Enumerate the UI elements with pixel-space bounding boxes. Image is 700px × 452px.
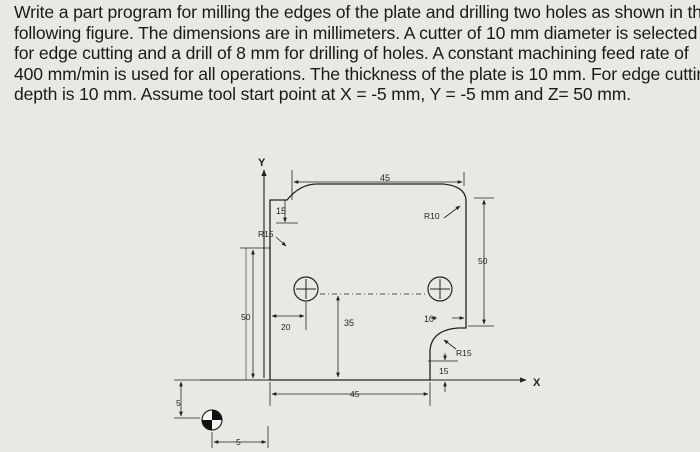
- hole-1: [293, 276, 319, 302]
- radius-bottom-right-label: R15: [456, 348, 472, 358]
- hole-y-label: 35: [344, 318, 354, 328]
- origin-y-label: 5: [176, 398, 181, 408]
- radius-top-left-leader: [275, 236, 287, 247]
- origin-x-label: 5: [236, 437, 241, 447]
- top-width-label: 45: [380, 173, 390, 183]
- hole-2: [427, 276, 453, 302]
- radius-top-left-label: R15: [258, 229, 274, 239]
- problem-line-3: for edge cutting and a drill of 8 mm for…: [14, 43, 689, 64]
- hole-spacing-label: 10: [424, 314, 434, 324]
- radius-top-right-leader: [443, 205, 461, 219]
- problem-line-4: 400 mm/min is used for all operations. T…: [14, 63, 700, 84]
- bottom-step-label: 15: [439, 366, 449, 376]
- left-height-label: 50: [241, 312, 251, 322]
- hole-x-label: 20: [281, 322, 291, 332]
- right-height-label: 50: [478, 256, 488, 266]
- y-axis-label: Y: [258, 157, 266, 169]
- tool-start-symbol: [201, 409, 223, 431]
- bottom-width-label: 45: [350, 389, 360, 399]
- radius-top-right-label: R10: [424, 211, 440, 221]
- problem-line-1: Write a part program for milling the edg…: [14, 2, 700, 22]
- x-axis-label: X: [533, 377, 541, 389]
- problem-line-5: depth is 10 mm. Assume tool start point …: [14, 84, 632, 105]
- radius-bottom-right-leader: [443, 339, 457, 350]
- problem-statement: Write a part program for milling the edg…: [14, 2, 700, 105]
- problem-line-2: following figure. The dimensions are in …: [14, 22, 698, 43]
- plate-outline: [269, 183, 467, 381]
- top-step-label: 15: [276, 206, 286, 216]
